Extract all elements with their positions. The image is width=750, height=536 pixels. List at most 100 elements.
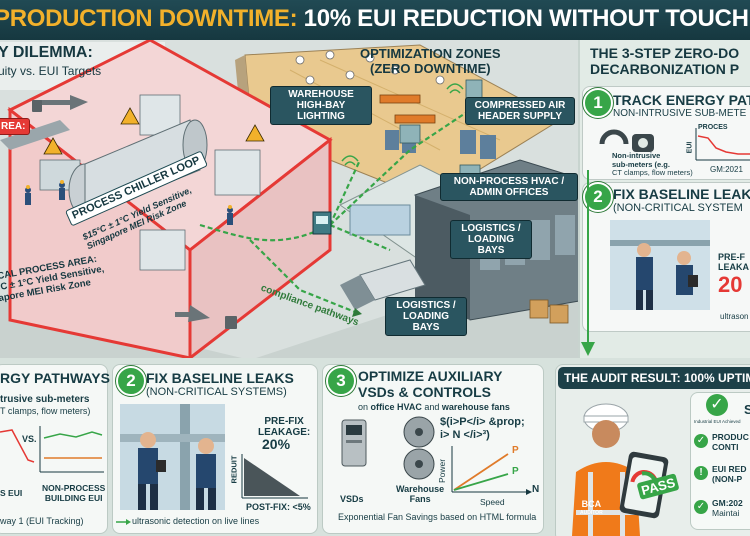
vest-line-2: AUDITOR	[580, 510, 603, 516]
vest-line-1: BCA	[581, 499, 602, 509]
pathways-right-line-2: BUILDING EUI	[44, 492, 103, 503]
title-main: 10% EUI REDUCTION WITHOUT TOUCHING PROCE…	[303, 5, 750, 32]
side-step-2-title: FIX BASELINE LEAK	[613, 186, 750, 202]
leaks-prefix-line-1: PRE-FIX	[264, 416, 304, 427]
audit-item-3: GM:202 Maintai	[712, 498, 743, 518]
leaks-decline-chart	[241, 454, 308, 499]
leaks-prefix-value: 20%	[262, 436, 291, 452]
side-chart-title: PROCES	[698, 124, 728, 131]
flow-arrow	[581, 170, 595, 356]
pathways-chart	[0, 426, 104, 473]
audit-item-2-icon: !	[694, 466, 708, 480]
leaks-footer: ultrasonic detection on live lines	[132, 516, 260, 526]
vsd-icon	[341, 419, 367, 467]
fans-label-line-1: Warehouse	[396, 484, 445, 494]
ct-clamp-icon	[599, 129, 654, 152]
audit-item-3-icon: ✓	[694, 500, 708, 514]
audit-item-1-line-1: PRODUC	[712, 432, 749, 442]
pathways-footer: way 1 (EUI Tracking)	[0, 516, 84, 526]
zones-heading-line-1: OPTIMIZATION ZONES	[360, 46, 501, 61]
side-note-line-1: Non-intrusive	[612, 151, 661, 160]
aux-title-line-1: OPTIMIZE AUXILIARY	[358, 368, 503, 384]
side-prefix-label: PRE-F LEAKA	[718, 252, 749, 272]
side-gm: GM:2021	[710, 165, 743, 174]
aux-title-line-2: VSDs & CONTROLS	[358, 384, 492, 400]
side-step-1-number: 1	[583, 88, 613, 118]
side-heading-line-2: DECARBONIZATION P	[590, 61, 740, 77]
page-title: PRODUCTION DOWNTIME: 10% EUI REDUCTION W…	[0, 5, 750, 33]
aux-y-axis: Power	[437, 458, 448, 484]
vsds-label: VSDs	[340, 494, 364, 504]
aux-sub-c: and	[421, 402, 442, 412]
zones-heading-line-2: (ZERO DOWNTIME)	[370, 61, 491, 76]
logistics-label-1: LOGISTICS / LOADING BAYS	[450, 220, 532, 259]
side-chart-axis: EUI	[686, 141, 694, 154]
fans-label-line-2: Fans	[409, 494, 431, 504]
side-note-line-3: CT clamps, flow meters)	[612, 168, 693, 177]
side-step-2-note: ultrason	[720, 312, 749, 321]
dilemma-subheading: uity vs. EUI Targets	[0, 64, 102, 78]
audit-item-1-icon: ✓	[694, 434, 708, 448]
audit-banner	[558, 367, 750, 389]
aux-p-label-2: P	[512, 466, 519, 477]
side-step-1-title: TRACK ENERGY PAT	[613, 92, 750, 108]
title-banner: PRODUCTION DOWNTIME: 10% EUI REDUCTION W…	[0, 0, 750, 42]
aux-footer: Exponential Fan Savings based on HTML fo…	[338, 512, 537, 522]
aux-p-label-1: P	[512, 445, 519, 456]
vest-text: BCA AUDITOR	[580, 500, 603, 518]
aux-formula-line-1: $(i>P</i> &prop;	[440, 416, 525, 428]
leaks-sub: (NON-CRITICAL SYSTEMS)	[146, 386, 287, 398]
pathways-card	[0, 364, 108, 534]
side-prefix-line-1: PRE-F	[718, 252, 745, 262]
fans-label: Warehouse Fans	[396, 484, 444, 504]
title-accent: PRODUCTION DOWNTIME:	[0, 5, 298, 32]
audit-item-2-line-2: (NON-P	[712, 474, 743, 484]
aux-sub-a: on	[358, 402, 371, 412]
side-step-1-sub: NON-INTRUSIVE SUB-METE	[613, 108, 747, 119]
zones-heading: OPTIMIZATION ZONES (ZERO DOWNTIME)	[360, 46, 501, 76]
logistics-label-2: LOGISTICS / LOADING BAYS	[385, 297, 467, 336]
side-heading: THE 3-STEP ZERO-DO DECARBONIZATION P	[590, 45, 739, 77]
side-prefix-value: 20	[718, 272, 743, 297]
side-heading-line-1: THE 3-STEP ZERO-DO	[590, 45, 740, 61]
aux-subtitle: on office HVAC and warehouse fans	[358, 402, 510, 412]
dilemma-heading: Y DILEMMA:	[0, 44, 93, 61]
fan-icon	[403, 416, 435, 480]
pathways-item-2: T clamps, flow meters)	[0, 406, 91, 416]
audit-item-3-line-1: GM:202	[712, 498, 743, 508]
auditor-figure	[572, 403, 669, 536]
side-process-chart	[695, 128, 750, 161]
leaks-footer-arrow	[116, 519, 131, 525]
side-technicians	[610, 220, 710, 310]
audit-badge-caption: Industrial EUI Achieved	[694, 419, 741, 424]
leaks-axis: REDUIT	[229, 455, 239, 484]
area-tag: REA:	[0, 118, 31, 135]
leaks-number: 2	[116, 366, 146, 396]
pathways-right-line-1: NON-PROCESS	[42, 483, 106, 493]
pathways-heading: RGY PATHWAYS	[0, 370, 110, 386]
pathways-item-1: trusive sub-meters	[0, 394, 90, 405]
audit-item-1: PRODUC CONTI	[712, 432, 749, 452]
aux-number: 3	[326, 366, 356, 396]
aux-sub-b: office HVAC	[370, 402, 422, 412]
compressed-air-label: COMPRESSED AIR HEADER SUPPLY	[465, 97, 575, 125]
audit-check-badge: ✓	[706, 394, 728, 416]
leaks-prefix-label: PRE-FIX LEAKAGE:	[258, 416, 310, 438]
audit-item-1-line-2: CONTI	[712, 442, 739, 452]
audit-result-heading: S	[744, 402, 750, 417]
pathways-right-label: NON-PROCESS BUILDING EUI	[42, 483, 106, 503]
audit-item-2: EUI RED (NON-P	[712, 464, 746, 484]
aux-formula-line-2: i> N </i>³)	[440, 429, 490, 441]
warehouse-lighting-label: WAREHOUSE HIGH-BAY LIGHTING	[270, 86, 372, 125]
side-prefix-line-2: LEAKA	[718, 262, 749, 272]
pathways-vs: VS.	[22, 434, 37, 444]
aux-x-axis: Speed	[480, 497, 505, 507]
leaks-title: FIX BASELINE LEAKS	[146, 370, 294, 386]
aux-formula: $(i>P</i> &prop; i> N </i>³)	[440, 416, 525, 442]
hvac-label: NON-PROCESS HVAC / ADMIN OFFICES	[440, 173, 578, 201]
leaks-postfix: POST-FIX: <5%	[246, 502, 311, 512]
side-step-2-sub: (NON-CRITICAL SYSTEM	[613, 202, 743, 214]
side-note-line-2: sub-meters (e.g.	[612, 159, 670, 169]
side-step-1-note: Non-intrusive sub-meters (e.g. CT clamps…	[612, 151, 693, 178]
